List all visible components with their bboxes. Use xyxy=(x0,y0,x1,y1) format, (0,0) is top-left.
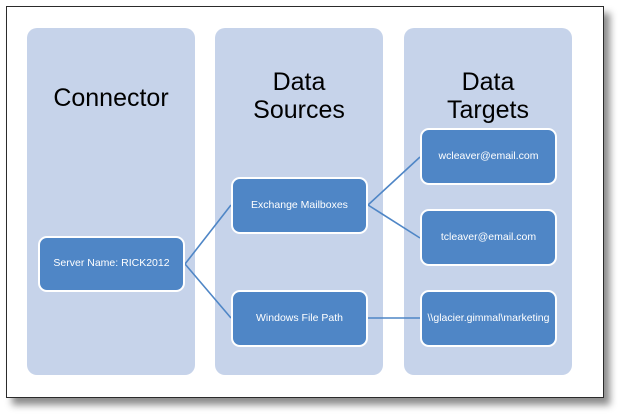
column-title-data-sources: Data Sources xyxy=(215,68,383,124)
column-connector: Connector xyxy=(27,28,195,375)
node-exchange-mailboxes[interactable]: Exchange Mailboxes xyxy=(231,177,368,234)
column-title-data-targets-line2: Targets xyxy=(447,96,529,124)
column-title-data-targets: Data Targets xyxy=(404,68,572,124)
node-windows-file-path[interactable]: Windows File Path xyxy=(231,290,368,347)
node-server-name[interactable]: Server Name: RICK2012 xyxy=(38,236,185,292)
column-title-data-sources-line1: Data xyxy=(272,68,326,96)
node-target-wcleaver-email[interactable]: wcleaver@email.com xyxy=(420,128,557,185)
node-target-tcleaver-email[interactable]: tcleaver@email.com xyxy=(420,209,557,266)
column-title-connector: Connector xyxy=(53,84,169,112)
node-target-unc-path[interactable]: \\glacier.gimmal\marketing xyxy=(420,290,557,347)
column-title-data-targets-line1: Data xyxy=(461,68,515,96)
column-title-data-sources-line2: Sources xyxy=(253,96,345,124)
